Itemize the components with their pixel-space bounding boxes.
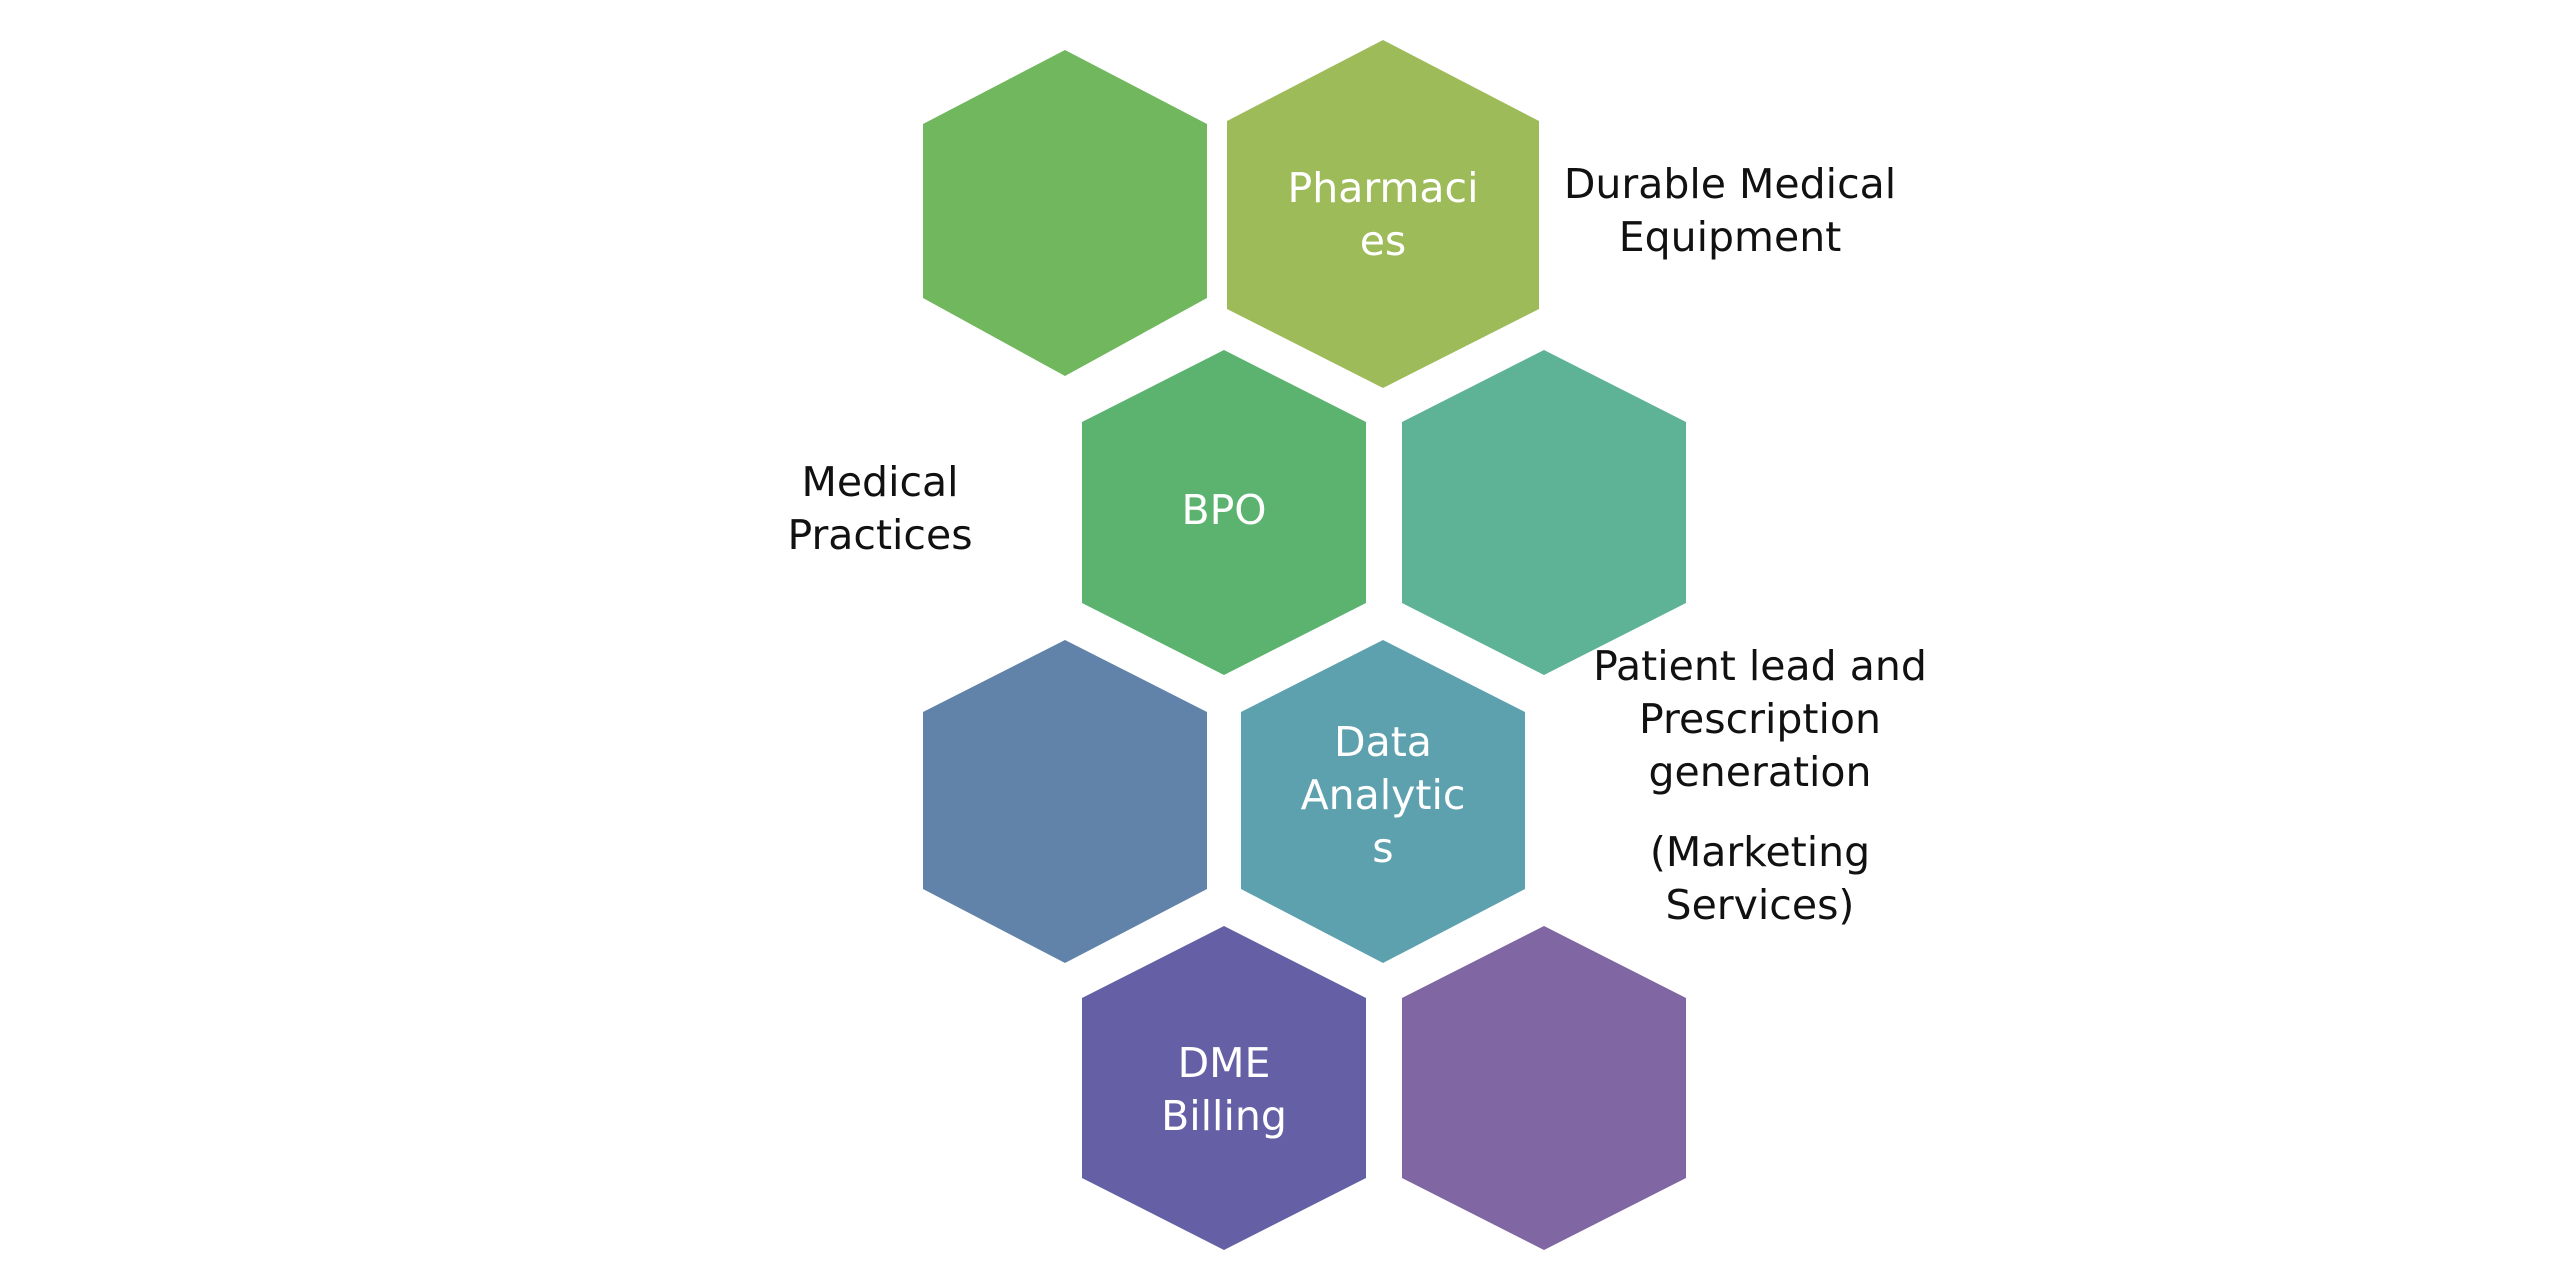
hex-bottom-right: [1402, 926, 1686, 1250]
hex-label-pharmacies: Pharmaci es: [1287, 164, 1479, 265]
label-medical-practices: Medical Practices: [787, 458, 973, 559]
hex-label-data-analytics: Data Analytic s: [1300, 717, 1466, 872]
hex-label-bpo: BPO: [1181, 485, 1267, 534]
hex-label-dme-billing: DME Billing: [1161, 1039, 1287, 1140]
hex-dme-billing: [1082, 926, 1366, 1250]
hex-top-left: [923, 50, 1207, 376]
label-patient-lead-prescription-generation: Patient lead and Prescription generation: [1593, 642, 1927, 796]
label-marketing-services: (Marketing Services): [1649, 828, 1871, 929]
hex-data-analytics: [1241, 640, 1525, 963]
label-durable-medical-equipment: Durable Medical Equipment: [1563, 160, 1897, 261]
hex-mid-right: [1402, 350, 1686, 675]
hex-lower-left: [923, 640, 1207, 963]
hex-bpo: [1082, 350, 1366, 675]
hex-pharmacies: [1227, 40, 1539, 388]
